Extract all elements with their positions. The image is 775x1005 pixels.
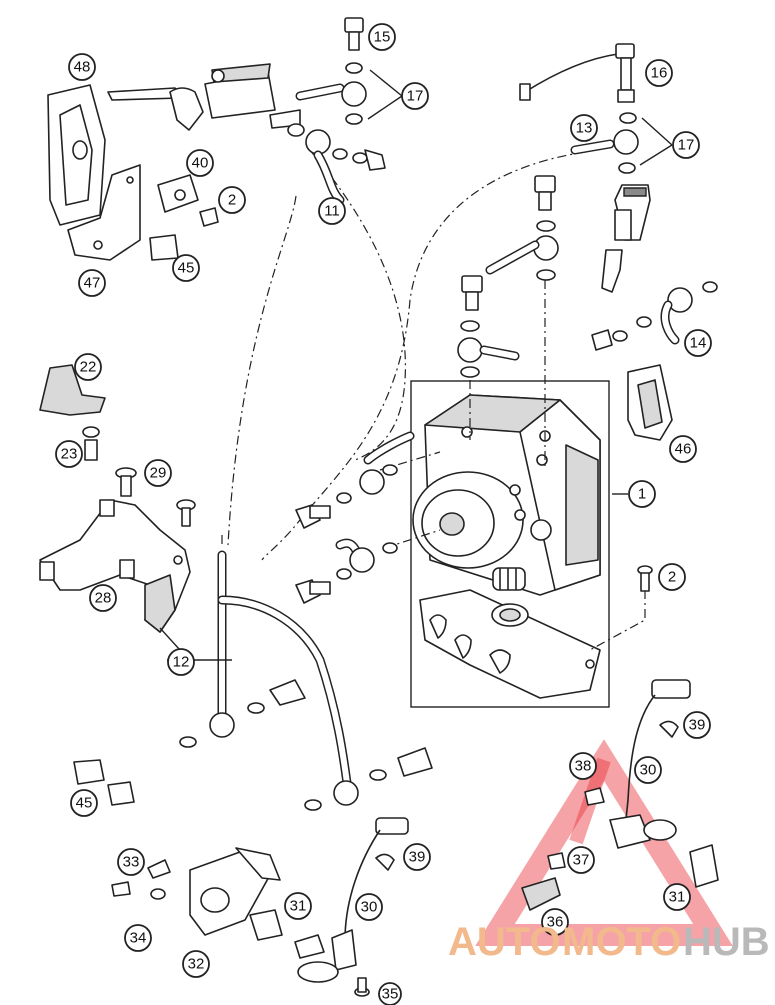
watermark-moto: MOTO (562, 920, 681, 964)
svg-text:36: 36 (547, 914, 564, 931)
callout-37: 37 (567, 846, 595, 874)
callout-30-left: 30 (355, 893, 383, 921)
bracket-47 (67, 164, 141, 261)
svg-text:2: 2 (668, 569, 676, 586)
svg-text:30: 30 (361, 899, 378, 916)
front-wheel-speed-sensor (297, 817, 409, 997)
abs-holder-bracket-28 (39, 499, 191, 633)
callout-2-right: 2 (658, 563, 686, 591)
watermark-text: AUTO MOTO HUB (448, 920, 770, 964)
callout-15: 15 (368, 23, 396, 51)
svg-text:48: 48 (74, 59, 91, 76)
svg-text:17: 17 (678, 137, 695, 154)
front-master-cylinder (107, 63, 345, 131)
callout-48: 48 (68, 53, 96, 81)
svg-text:47: 47 (84, 275, 101, 292)
svg-text:40: 40 (192, 155, 209, 172)
svg-text:12: 12 (173, 654, 190, 671)
bracket-22 (39, 364, 106, 461)
callout-33: 33 (117, 848, 145, 876)
clamp-40 (149, 174, 219, 261)
callout-14: 14 (684, 329, 712, 357)
callout-13: 13 (570, 114, 598, 142)
svg-text:45: 45 (76, 795, 93, 812)
svg-text:31: 31 (669, 889, 686, 906)
callout-16: 16 (645, 59, 673, 87)
leader-lines (159, 69, 673, 661)
rear-master-cylinder (601, 184, 651, 293)
callout-32: 32 (182, 950, 210, 978)
abs-mounting-bracket (419, 589, 601, 699)
callout-35: 35 (378, 982, 402, 1005)
callout-22: 22 (74, 353, 102, 381)
svg-text:39: 39 (409, 849, 426, 866)
callout-38: 38 (569, 752, 597, 780)
callout-17-right: 17 (672, 131, 700, 159)
svg-text:28: 28 (95, 590, 112, 607)
callout-30-right: 30 (634, 756, 662, 784)
abs-unit-frame (410, 380, 610, 708)
screw-2-right (637, 565, 653, 592)
svg-text:38: 38 (575, 758, 592, 775)
callout-36: 36 (541, 908, 569, 936)
assembly-lines (221, 147, 646, 651)
screws-29 (115, 467, 196, 527)
watermark-auto: AUTO (448, 920, 561, 964)
svg-text:32: 32 (188, 956, 205, 973)
abs-hydraulic-unit (412, 394, 601, 596)
callout-46: 46 (669, 435, 697, 463)
callout-45-upper: 45 (172, 254, 200, 282)
callout-34: 34 (124, 924, 152, 952)
svg-text:31: 31 (290, 898, 307, 915)
svg-text:16: 16 (651, 65, 668, 82)
callout-31-left: 31 (284, 892, 312, 920)
banjo-fittings-left (295, 431, 415, 604)
banjo-fittings-center (457, 175, 718, 378)
callout-39-right: 39 (683, 711, 711, 739)
svg-text:30: 30 (640, 762, 657, 779)
svg-text:22: 22 (80, 359, 97, 376)
svg-text:35: 35 (382, 986, 399, 1003)
callout-31-right: 31 (663, 883, 691, 911)
svg-text:14: 14 (690, 335, 707, 352)
svg-text:15: 15 (374, 29, 391, 46)
svg-text:29: 29 (150, 465, 167, 482)
brake-line-front (179, 550, 433, 811)
watermark-hub: HUB (683, 920, 770, 964)
svg-text:46: 46 (675, 441, 692, 458)
callout-28: 28 (89, 584, 117, 612)
svg-text:13: 13 (576, 120, 593, 137)
pressure-sensor-rear (519, 43, 639, 174)
front-sensor-bracket (111, 847, 325, 959)
svg-text:39: 39 (689, 717, 706, 734)
callout-45-lower: 45 (70, 789, 98, 817)
rubber-grommet-46 (627, 364, 673, 441)
callout-1: 1 (628, 480, 656, 508)
callout-17-top: 17 (401, 82, 429, 110)
rear-wheel-speed-sensor (521, 679, 719, 911)
svg-text:34: 34 (130, 930, 147, 947)
svg-text:23: 23 (61, 446, 78, 463)
callout-23: 23 (55, 440, 83, 468)
clips-45-lower (73, 759, 135, 806)
svg-text:2: 2 (228, 192, 236, 209)
svg-text:37: 37 (573, 852, 590, 869)
callout-2-left: 2 (218, 186, 246, 214)
callout-12: 12 (167, 648, 195, 676)
svg-text:17: 17 (407, 88, 424, 105)
svg-text:33: 33 (123, 854, 140, 871)
callout-11: 11 (318, 197, 346, 225)
banjo-fittings-top (287, 17, 386, 205)
svg-text:11: 11 (324, 203, 340, 220)
callout-40: 40 (186, 149, 214, 177)
heat-shield-cover (47, 84, 106, 226)
callout-29: 29 (144, 459, 172, 487)
callout-39-left: 39 (403, 843, 431, 871)
callout-47: 47 (78, 269, 106, 297)
svg-text:45: 45 (178, 260, 195, 277)
svg-text:1: 1 (638, 486, 646, 503)
